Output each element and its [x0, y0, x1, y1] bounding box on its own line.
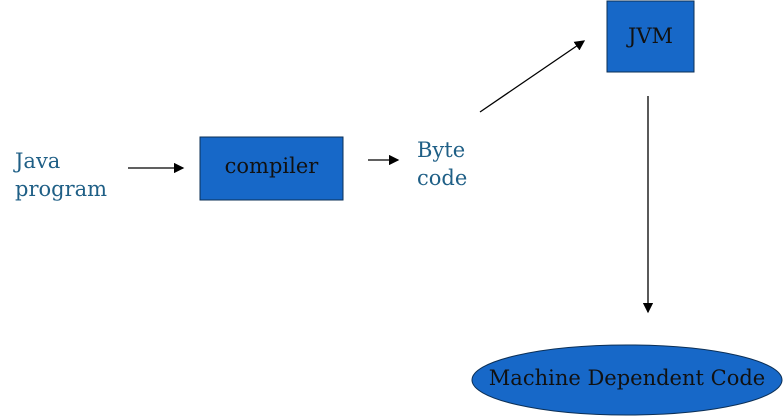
machine-code-ellipse — [471, 344, 783, 416]
jvm-box — [606, 0, 695, 73]
java-program-line2: program — [15, 177, 108, 201]
bytecode-label: Byte code — [417, 136, 467, 192]
compiler-label: compiler — [224, 154, 319, 178]
bytecode-line2: code — [417, 166, 468, 190]
arrow-bytecode-to-jvm — [479, 40, 586, 113]
java-program-line1: Java — [15, 149, 61, 173]
compiler-box — [199, 136, 344, 201]
machine-code-label: Machine Dependent Code — [488, 366, 766, 390]
jvm-label: JVM — [627, 24, 674, 48]
java-program-label: Java program — [15, 147, 107, 203]
bytecode-line1: Byte — [417, 138, 466, 162]
